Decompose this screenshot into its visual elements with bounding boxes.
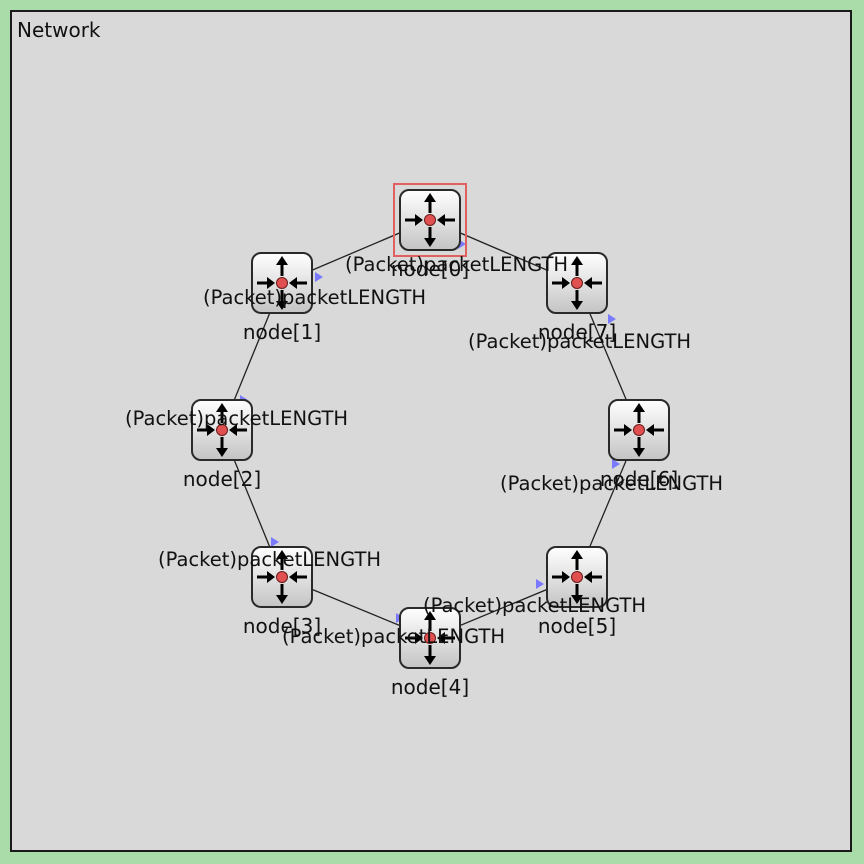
packet-marker (612, 459, 620, 469)
message-label: (Packet)packetLENGTH (468, 330, 691, 353)
message-labels-layer: (Packet)packetLENGTH (Packet)packetLENGTH… (125, 253, 723, 648)
packet-marker (271, 537, 279, 547)
network-title: Network (17, 18, 101, 42)
node-label: node[2] (183, 467, 261, 491)
packet-marker (608, 314, 616, 324)
network-node[interactable]: node[2] (183, 398, 261, 491)
message-label: (Packet)packetLENGTH (125, 407, 348, 430)
message-label: (Packet)packetLENGTH (282, 625, 505, 648)
node-label: node[1] (243, 320, 321, 344)
network-node[interactable]: node[4] (391, 606, 469, 699)
packet-marker (536, 579, 544, 589)
nodes-layer: node[0] node[1] node[2] node[3] node[4] node[… (183, 183, 678, 699)
network-canvas: Network (10, 10, 852, 852)
message-label: (Packet)packetLENGTH (158, 548, 381, 571)
network-node[interactable]: node[7] (538, 251, 616, 344)
network-node[interactable]: node[0] (391, 183, 469, 281)
network-node[interactable]: node[6] (600, 398, 678, 491)
selection-box (393, 183, 467, 257)
network-node[interactable]: node[3] (243, 545, 321, 638)
network-node[interactable]: node[5] (538, 545, 616, 638)
node-label: node[4] (391, 675, 469, 699)
node-label: node[7] (538, 320, 616, 344)
node-label: node[6] (600, 467, 678, 491)
node-label: node[3] (243, 614, 321, 638)
message-label: (Packet)packetLENGTH (500, 472, 723, 495)
router-icon (398, 188, 462, 252)
network-node[interactable]: node[1] (243, 251, 321, 344)
packet-marker (315, 272, 323, 282)
node-label: node[5] (538, 614, 616, 638)
message-label: (Packet)packetLENGTH (423, 594, 646, 617)
message-label: (Packet)packetLENGTH (203, 286, 426, 309)
message-label: (Packet)packetLENGTH (345, 253, 568, 276)
node-label: node[0] (391, 257, 469, 281)
router-icon (607, 398, 671, 462)
network-diagram: node[0] node[1] node[2] node[3] node[4] node[… (125, 183, 723, 699)
